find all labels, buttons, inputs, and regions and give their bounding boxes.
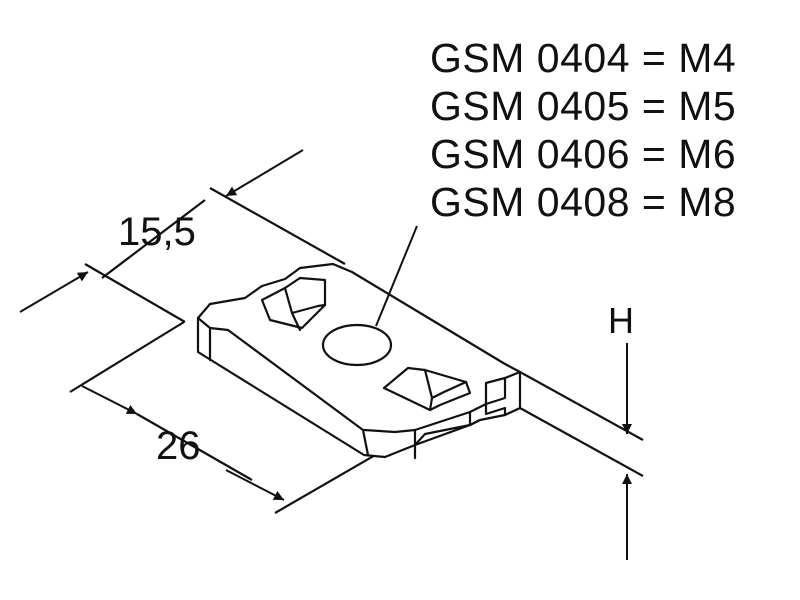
top-slot-front-inner [423, 368, 468, 412]
variant-row: GSM 0404 = M4 [430, 34, 736, 82]
article-number: GSM 0406 [430, 131, 630, 177]
thread-size: M8 [678, 179, 737, 225]
article-number: GSM 0405 [430, 83, 630, 129]
top-slot-rear [260, 276, 327, 330]
equals-sign: = [641, 179, 667, 225]
variant-row: GSM 0406 = M6 [430, 130, 736, 178]
height-dimension-label: H [608, 300, 634, 341]
height-extension-line-bottom [519, 407, 644, 477]
nut-side-step [468, 376, 507, 427]
height-extension-line-top [519, 371, 644, 441]
leader-line [375, 225, 418, 327]
dimension-height [519, 343, 644, 560]
equals-sign: = [641, 131, 667, 177]
nut-front-face [196, 316, 370, 457]
length-dimension-line [136, 413, 253, 481]
width-dimension-label: 15,5 [118, 210, 196, 254]
thread-size: M6 [678, 131, 737, 177]
nut-side-face [413, 370, 522, 432]
width-arrow-lower [19, 271, 89, 313]
length-dimension-label: 26 [156, 424, 201, 468]
slide-nut-body [196, 262, 522, 460]
length-arrow-right [225, 469, 285, 501]
width-dimension-line [101, 199, 206, 279]
length-arrow-left [81, 385, 138, 415]
variant-list: GSM 0404 = M4 GSM 0405 = M5 GSM 0406 = M… [430, 34, 736, 226]
thread-size: M4 [678, 35, 737, 81]
top-slot-front [382, 366, 472, 412]
article-number: GSM 0408 [430, 179, 630, 225]
variant-row: GSM 0408 = M8 [430, 178, 736, 226]
thread-hole [321, 323, 393, 367]
equals-sign: = [641, 35, 667, 81]
thread-size: M5 [678, 83, 737, 129]
dimension-width [19, 149, 346, 323]
width-extension-line-upper [209, 187, 346, 265]
equals-sign: = [641, 83, 667, 129]
length-extension-line-left [69, 321, 185, 393]
top-slot-rear-inner [283, 286, 327, 332]
variant-row: GSM 0405 = M5 [430, 82, 736, 130]
width-arrow-upper [225, 149, 304, 197]
article-number: GSM 0404 [430, 35, 630, 81]
width-extension-line-lower [84, 263, 186, 323]
nut-right-lower-edge [413, 402, 507, 447]
